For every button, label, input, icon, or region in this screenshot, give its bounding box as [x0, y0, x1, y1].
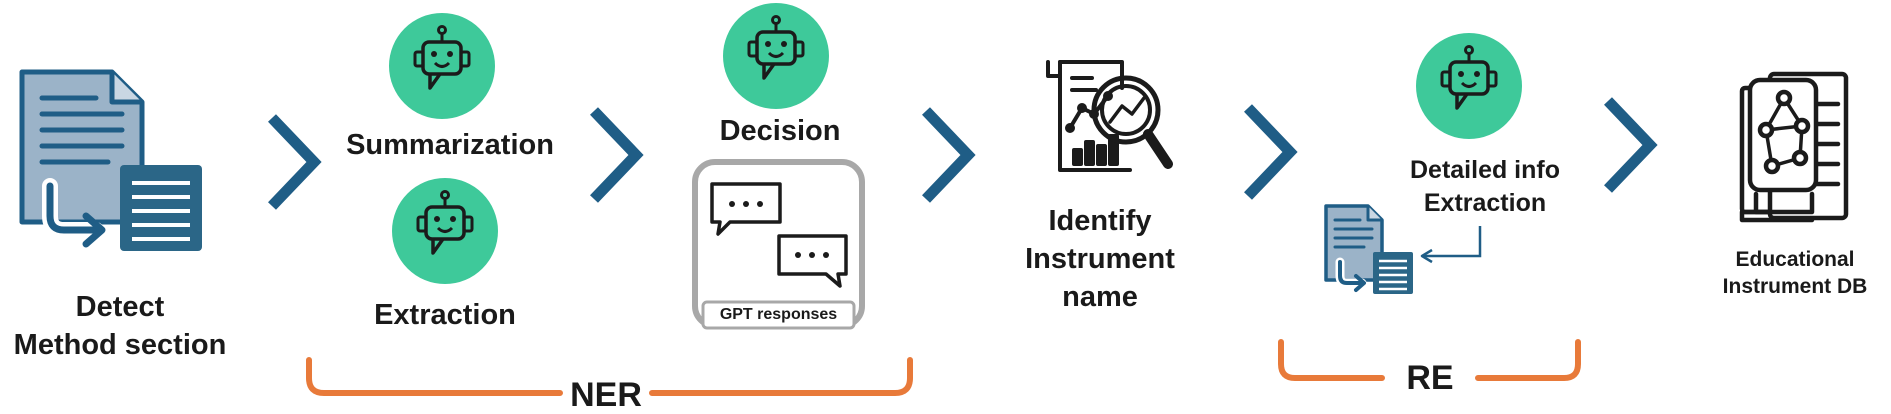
- identify-line-1: Identify: [1048, 205, 1152, 237]
- robot-icon: [387, 11, 497, 121]
- decision-label: Decision: [719, 115, 841, 147]
- chevron-right-icon: [1608, 101, 1650, 189]
- ner-bracket: [306, 357, 913, 396]
- detect-line-1: Detect: [75, 291, 165, 323]
- re-bracket: [1278, 339, 1581, 381]
- detailed-line-1: Detailed info: [1409, 156, 1560, 184]
- robot-icon: [1414, 31, 1524, 141]
- detailed-line-2: Extraction: [1423, 189, 1547, 217]
- chevron-right-icon: [926, 111, 968, 199]
- robot-icon: [390, 176, 500, 286]
- identify-line-3: name: [1062, 281, 1138, 313]
- detect-line-2: Method section: [13, 329, 227, 361]
- gpt-responses-panel: [692, 159, 865, 330]
- db-line-2: Instrument DB: [1722, 275, 1868, 298]
- identify-line-2: Instrument: [1025, 243, 1175, 275]
- gpt-responses-caption: GPT responses: [719, 306, 838, 323]
- document-convert-icon: [1324, 204, 1413, 294]
- chevron-right-icon: [1248, 108, 1290, 196]
- db-label: Educational Instrument DB: [1705, 246, 1885, 300]
- chevron-right-icon: [272, 118, 314, 206]
- summarization-label: Summarization: [346, 129, 554, 161]
- ner-label: NER: [570, 376, 642, 414]
- detailed-info-label: Detailed info Extraction: [1390, 154, 1580, 220]
- document-convert-icon: [19, 69, 202, 251]
- chat-bubbles-icon: [710, 182, 848, 288]
- re-label: RE: [1406, 359, 1454, 397]
- robot-icon: [721, 1, 831, 111]
- detect-label: Detect Method section: [0, 288, 240, 364]
- report-search-icon: [1046, 60, 1173, 172]
- database-network-icon: [1739, 71, 1849, 223]
- db-line-1: Educational: [1735, 248, 1855, 271]
- extraction-label: Extraction: [374, 299, 516, 331]
- connector-arrow: [1420, 226, 1482, 264]
- chevron-right-icon: [594, 111, 636, 199]
- identify-label: Identify Instrument name: [1000, 202, 1200, 316]
